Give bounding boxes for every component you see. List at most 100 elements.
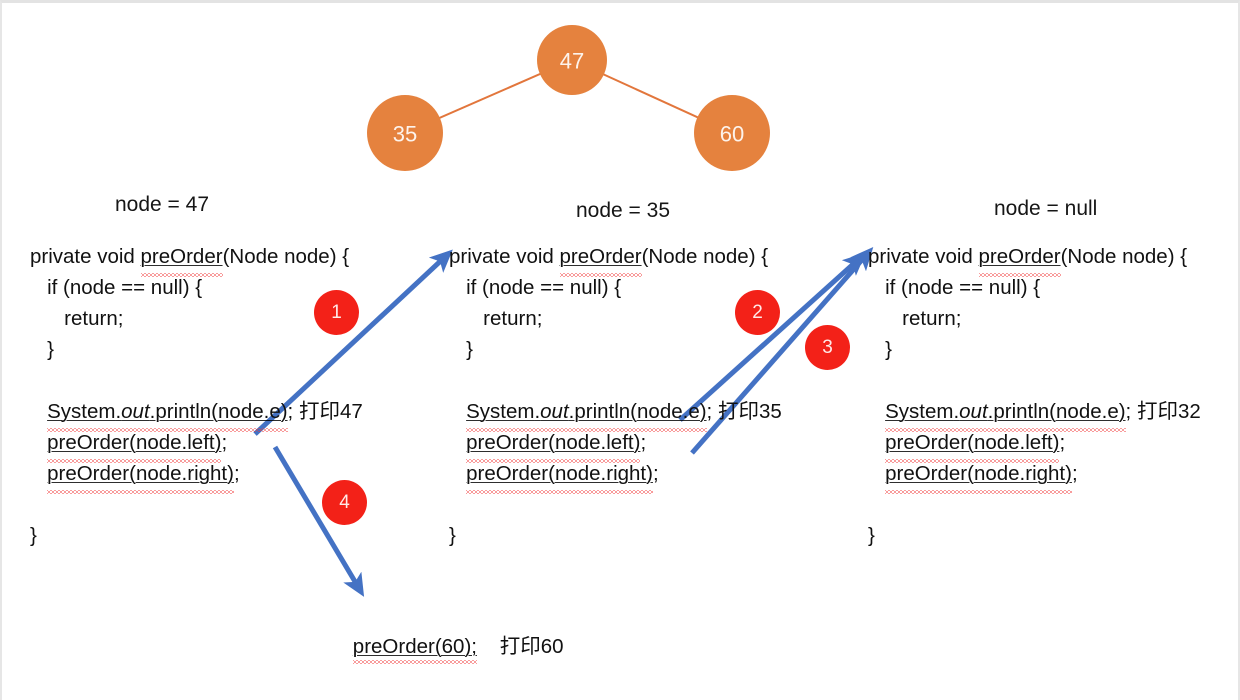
- step-badge-1[interactable]: 1: [314, 290, 359, 335]
- indent: [868, 400, 885, 423]
- brace-close-inner: }: [868, 338, 892, 361]
- tree-node-label-35: 35: [393, 122, 417, 147]
- code-line-close-inner: }: [868, 334, 1201, 365]
- code-line-call-left: preOrder(node.left);: [868, 427, 1201, 463]
- code-line-println: System.out.println(node.e); 打印35: [449, 396, 782, 432]
- token-dot: .: [953, 400, 960, 423]
- code-line-println: System.out.println(node.e); 打印32: [868, 396, 1201, 432]
- call-preorder-left: preOrder(node.left): [47, 427, 222, 463]
- println-statement: System.out.println(node.e): [466, 396, 708, 432]
- brace-close-inner: }: [449, 338, 473, 361]
- if-null-check: if (node == null) {: [868, 276, 1041, 299]
- indent: [30, 431, 47, 454]
- indent: [868, 431, 885, 454]
- token-system: System: [885, 400, 954, 423]
- kw-private-void: private void: [868, 245, 979, 268]
- token-semicolon: ;: [1059, 431, 1066, 454]
- tree-node-label-60: 60: [720, 122, 744, 147]
- binary-tree-diagram: 47 35 60: [367, 25, 770, 171]
- token-semicolon: ;: [287, 400, 299, 423]
- indent: [868, 462, 885, 485]
- method-params: (Node node) {: [641, 245, 769, 268]
- return-statement: return;: [868, 307, 962, 330]
- token-println-args: .println(node.e): [987, 400, 1126, 423]
- token-semicolon: ;: [640, 431, 647, 454]
- code-line-println: System.out.println(node.e); 打印47: [30, 396, 363, 432]
- code-line-close-outer: }: [30, 520, 363, 551]
- brace-close-outer: }: [868, 524, 875, 547]
- token-out: out: [121, 400, 150, 423]
- token-semicolon: ;: [221, 431, 228, 454]
- indent: [30, 462, 47, 485]
- token-system: System: [466, 400, 535, 423]
- return-statement: return;: [30, 307, 124, 330]
- tree-node-label-47: 47: [560, 49, 584, 74]
- bottom-note-call: preOrder(60);: [352, 635, 478, 664]
- indent: [449, 400, 466, 423]
- brace-close-inner: }: [30, 338, 54, 361]
- call-preorder-left: preOrder(node.left): [466, 427, 641, 463]
- method-name-preorder: preOrder: [978, 241, 1061, 277]
- brace-close-outer: }: [30, 524, 37, 547]
- brace-close-outer: }: [449, 524, 456, 547]
- step-badge-2[interactable]: 2: [735, 290, 780, 335]
- code-line-signature: private void preOrder(Node node) {: [30, 241, 363, 277]
- code-line-call-left: preOrder(node.left);: [449, 427, 782, 463]
- code-line-return: return;: [449, 303, 782, 334]
- token-out: out: [540, 400, 569, 423]
- if-null-check: if (node == null) {: [449, 276, 622, 299]
- indent: [449, 431, 466, 454]
- step-badge-3[interactable]: 3: [805, 325, 850, 370]
- code-line-signature: private void preOrder(Node node) {: [868, 241, 1201, 277]
- code-line-call-left: preOrder(node.left);: [30, 427, 363, 463]
- bottom-note-gap: [477, 635, 500, 658]
- code-line-if: if (node == null) {: [30, 272, 363, 303]
- tree-node-47[interactable]: [537, 25, 607, 95]
- column-header-col-47: node = 47: [115, 193, 210, 216]
- code-line-return: return;: [30, 303, 363, 334]
- code-line-close-outer: }: [449, 520, 782, 551]
- print-annotation-col-35: 打印35: [717, 400, 782, 423]
- token-semicolon: ;: [652, 462, 659, 485]
- code-line-close-inner: }: [30, 334, 363, 365]
- code-line-call-right: preOrder(node.right);: [449, 458, 782, 494]
- indent: [30, 400, 47, 423]
- print-annotation-col-null: 打印32: [1136, 400, 1201, 423]
- token-println-args: .println(node.e): [149, 400, 288, 423]
- code-line-if: if (node == null) {: [868, 272, 1201, 303]
- method-params: (Node node) {: [1060, 245, 1188, 268]
- if-null-check: if (node == null) {: [30, 276, 203, 299]
- code-line-close-outer: }: [868, 520, 1201, 551]
- token-semicolon: ;: [233, 462, 240, 485]
- code-line-signature: private void preOrder(Node node) {: [449, 241, 782, 277]
- tree-node-35[interactable]: [367, 95, 443, 171]
- println-statement: System.out.println(node.e): [47, 396, 289, 432]
- code-line-blank-1: [449, 365, 782, 396]
- code-line-return: return;: [868, 303, 1201, 334]
- print-annotation-col-47: 打印47: [298, 400, 363, 423]
- token-system: System: [47, 400, 116, 423]
- token-println-args: .println(node.e): [568, 400, 707, 423]
- token-semicolon: ;: [706, 400, 718, 423]
- println-statement: System.out.println(node.e): [885, 396, 1127, 432]
- step-badge-4[interactable]: 4: [322, 480, 367, 525]
- kw-private-void: private void: [30, 245, 141, 268]
- code-line-blank-1: [868, 365, 1201, 396]
- bottom-note-print: 打印60: [499, 635, 564, 658]
- tree-node-60[interactable]: [694, 95, 770, 171]
- code-line-call-right: preOrder(node.right);: [868, 458, 1201, 494]
- token-dot: .: [115, 400, 122, 423]
- code-block-col-47: private void preOrder(Node node) { if (n…: [30, 241, 363, 551]
- column-header-col-35: node = 35: [576, 199, 671, 222]
- call-preorder-right: preOrder(node.right): [47, 458, 234, 494]
- bottom-note: preOrder(60); 打印60: [330, 605, 564, 683]
- code-line-call-right: preOrder(node.right);: [30, 458, 363, 494]
- token-out: out: [959, 400, 988, 423]
- code-line-if: if (node == null) {: [449, 272, 782, 303]
- indent: [449, 462, 466, 485]
- call-preorder-left: preOrder(node.left): [885, 427, 1060, 463]
- token-semicolon: ;: [1125, 400, 1137, 423]
- code-line-blank-1: [30, 365, 363, 396]
- code-block-col-null: private void preOrder(Node node) { if (n…: [868, 241, 1201, 551]
